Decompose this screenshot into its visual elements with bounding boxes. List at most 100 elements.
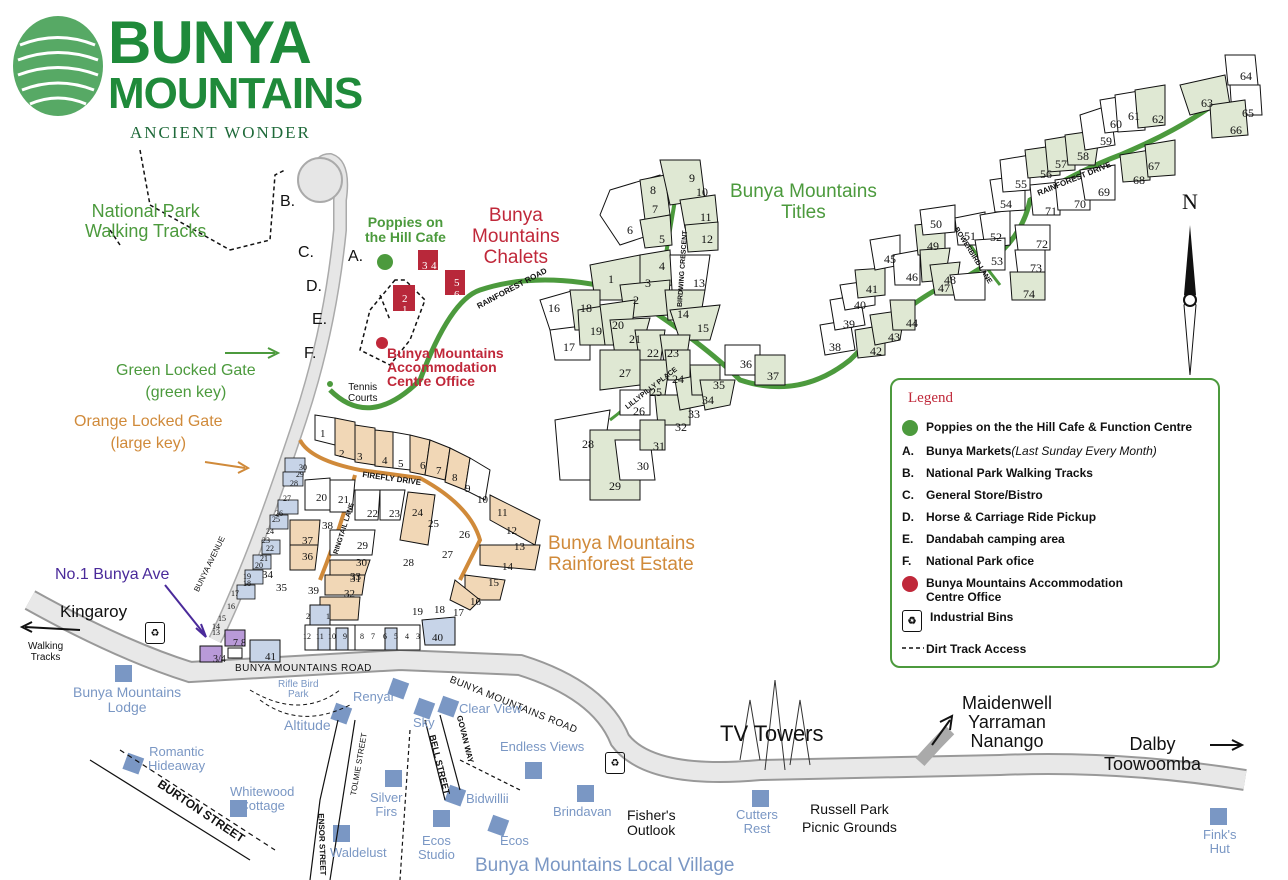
lot-number: 5 [398,458,404,470]
lot-number: 13 [212,628,220,637]
legend-item-7: Bunya Mountains Accommodation Centre Off… [902,576,1136,605]
lot-number: 3 [416,632,420,641]
lot-number: 45 [884,252,896,266]
lot-number: 4 [659,259,665,273]
lot-number: 7 [371,632,375,641]
lot-number: 7 [436,465,442,477]
lot-number: 39 [308,585,319,597]
compass-n: N [1182,189,1198,214]
lot-number: 18 [243,579,251,588]
lot-number: 35 [276,582,287,594]
lot-number: 34 [262,569,273,581]
lot-number: 17 [453,607,464,619]
lot-number: 29 [609,479,621,493]
lot-number: 41 [265,651,276,663]
lot-number: 40 [854,298,866,312]
legend-item-5: E. Dandabah camping area [902,532,1065,546]
orange-gate-label: Orange Locked Gate (large key) [74,413,223,453]
village-0: Bunya Mountains Lodge [73,684,182,716]
lot-number: 54 [1000,197,1012,211]
legend-item-1: A. Bunya Markets(Last Sunday Every Month… [902,444,1157,458]
lot-number: 55 [1015,177,1027,191]
lot-number: 47 [938,281,950,295]
village-7: Romantic Hideaway [148,744,206,774]
lot-number: 19 [412,606,423,618]
lot-number: 26 [459,529,470,541]
lot-number: 28 [582,437,594,451]
lot-number: 59 [1100,134,1112,148]
lot-number: 72 [1036,237,1048,251]
lot-number: 31 [350,573,361,585]
walking-tracks-label: National Park Walking Tracks [85,201,207,241]
lot-number: 44 [906,316,918,330]
green-gate-label: Green Locked Gate (green key) [116,362,256,402]
village-3: Altitude [284,717,331,733]
marker-a: A. [348,248,364,265]
village-2: Renyar [353,689,395,704]
lot-number: 40 [432,632,443,644]
fishers-label: Fisher's Outlook [627,807,676,839]
lot-number: 56 [1040,167,1052,181]
lot-number: 2 [339,448,345,460]
lot-number: 25 [272,515,280,524]
village-16: Fink's Hut [1203,827,1237,857]
lot-number: 53 [991,254,1003,268]
lot-number: 27 [442,549,453,561]
lot-number: 33 [350,571,361,583]
lot-number: 58 [1077,149,1089,163]
lot-number: 10 [477,494,488,506]
lot-number: 26 [633,404,645,418]
marker-b: B. [280,193,296,210]
village-14: Waldelust [330,845,387,860]
lot-number: 20 [316,492,327,504]
lot-number: 12 [303,632,311,641]
chalet-blocks [393,250,465,311]
marker-c: C. [298,244,314,261]
lot-number: 1 [326,612,330,621]
lot-number: 68 [1133,173,1145,187]
lot-number: 31 [653,439,665,453]
lot-number: 15 [697,321,709,335]
estate-lots [199,414,541,663]
lot-number: 5 [394,632,398,641]
logo-mark [13,16,103,116]
lot-number: 64 [1240,69,1252,83]
tv-towers-icon [739,679,811,771]
lot-number: 38 [322,520,333,532]
lot-number: 16 [470,596,481,608]
arrows [19,621,1245,751]
lot-number: 65 [1242,106,1254,120]
lot-number: 10 [328,632,336,641]
lot-number: 1 [320,428,326,440]
lot-number: 41 [866,282,878,296]
lot-number: 24 [672,372,684,386]
village-buildings [115,665,1227,842]
lot-number: 22 [367,508,378,520]
legend-item-6: F. National Park ofice [902,554,1035,568]
lot-number: 6 [420,460,426,472]
compass-icon [1183,225,1197,376]
lot-number: 6 [383,632,387,641]
lot-number: 11 [700,210,712,224]
office-marker [376,337,388,349]
walking-tracks-small-label: Walking Tracks [28,641,64,663]
lot-number: 8 [241,638,246,649]
lot-number: 2 [402,293,408,305]
lot-number: 11 [497,507,508,519]
lot-number: 21 [629,332,641,346]
lot-number: 23 [389,508,400,520]
village-10: Bidwillii [466,791,509,806]
village-6: Endless Views [500,739,585,754]
lot-number: 4 [431,260,437,272]
village-13: Ecos [500,833,529,848]
logo-line2: MOUNTAINS [108,69,363,118]
lot-number: 20 [255,561,263,570]
maidenwell-label: Maidenwell Yarraman Nanango [962,693,1053,751]
lot-number: 14 [502,561,513,573]
lot-number: 32 [675,420,687,434]
lot-number: 29 [357,540,368,552]
lot-number: 66 [1230,123,1242,137]
lot-number: 19 [590,324,602,338]
lot-number: 22 [266,544,274,553]
